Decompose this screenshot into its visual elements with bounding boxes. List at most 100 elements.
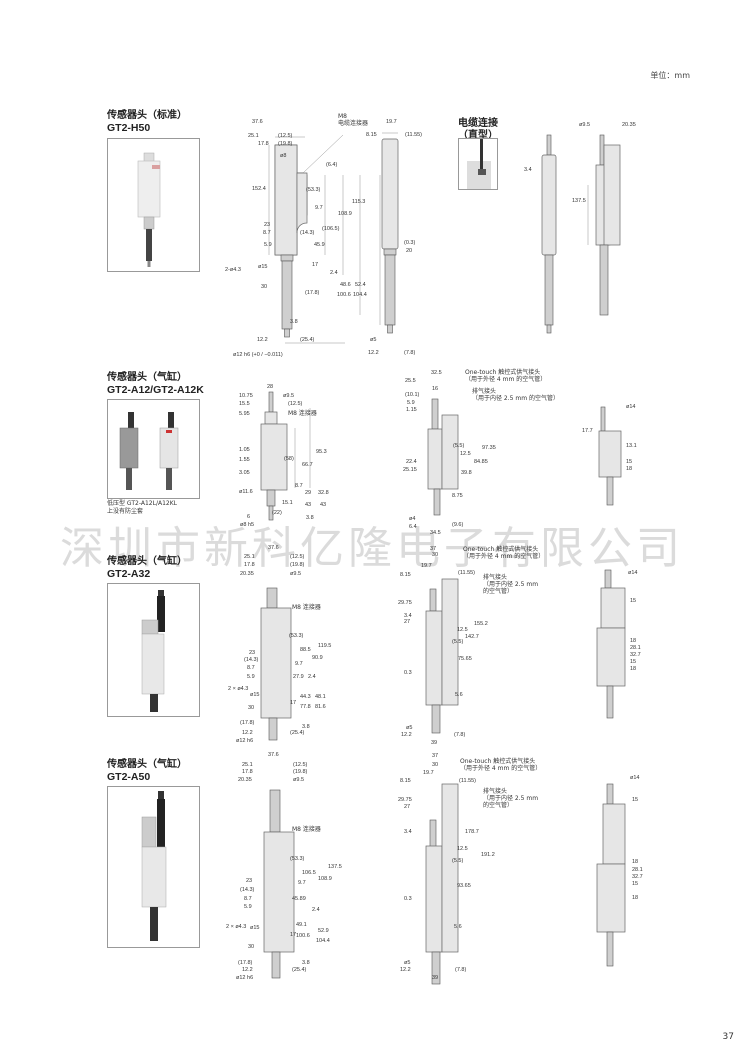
cable-variant-photo — [458, 138, 498, 190]
sensor-photo-icon — [137, 152, 161, 267]
dim-22: (22) — [272, 510, 282, 516]
dim-12-2: 12.2 — [401, 732, 412, 738]
section-title: 传感器头（标准） — [107, 110, 187, 121]
dim-15b: 15 — [632, 881, 639, 887]
dim-90-9: 90.9 — [312, 655, 323, 661]
dim-o14: ø14 — [630, 775, 640, 781]
dim-17-8b: (17.8) — [305, 290, 320, 296]
dim-5-9: 5.9 — [407, 400, 415, 406]
dim-17: 17 — [312, 262, 319, 268]
dim-15: 15 — [632, 797, 639, 803]
dim-30: 30 — [432, 552, 439, 558]
dim-20-35: 20.35 — [238, 777, 252, 783]
section-gt2-a12-header: 传感器头（气缸） GT2-A12/GT2-A12K — [107, 372, 204, 397]
dim-12-2: 12.2 — [257, 337, 268, 343]
dim-14-3: (14.3) — [240, 887, 255, 893]
dim-7-8: (7.8) — [404, 350, 416, 356]
dim-32-5: 32.5 — [431, 370, 442, 376]
drawing-gt2-h50-side — [381, 132, 399, 334]
dim-0-3: 0.3 — [404, 896, 412, 902]
dim-9-7: 9.7 — [298, 880, 306, 886]
dim-17-8b: (17.8) — [238, 960, 253, 966]
page-number: 37 — [722, 1032, 734, 1042]
dim-32-8: 32.8 — [318, 490, 329, 496]
dim-45-9: 45.9 — [314, 242, 325, 248]
dim-o9-5: ø9.5 — [293, 777, 305, 783]
dim-o12-h6: ø12 h6 (+0 / −0.011) — [233, 352, 283, 358]
dim-119-5: 119.5 — [318, 643, 332, 649]
dim-14-3: (14.3) — [244, 657, 259, 663]
dim-32-7: 32.7 — [630, 652, 641, 658]
dim-97-35: 97.35 — [482, 445, 496, 451]
dim-o9-5: ø9.5 — [579, 122, 591, 128]
dim-2-4: 2.4 — [330, 270, 338, 276]
section-model: GT2-A50 — [107, 771, 151, 783]
dim-39-8: 39.8 — [461, 470, 472, 476]
dim-2x-o4-3: 2 × ø4.3 — [226, 924, 247, 930]
dim-o14: ø14 — [628, 570, 638, 576]
dim-53-3: (53.3) — [289, 633, 304, 639]
dim-28: 28 — [267, 384, 274, 390]
dim-8-15: 8.15 — [400, 572, 411, 578]
dim-5-95: 5.95 — [239, 411, 250, 417]
dim-5-9: 5.9 — [247, 674, 255, 680]
dim-8-7: 8.7 — [247, 665, 255, 671]
dim-49-1: 49.1 — [296, 922, 307, 928]
dim-2-4: 2.4 — [312, 907, 320, 913]
dim-25-15: 25.15 — [403, 467, 417, 473]
dim-o4: ø4 — [409, 516, 416, 522]
dim-0-3: (0.3) — [404, 240, 416, 246]
drawing-cable-straight-side — [587, 134, 621, 316]
exhaust-label: 排气接头 （用于内径 2.5 mm 的空气管） — [472, 388, 559, 402]
dim-17-8: 17.8 — [242, 769, 253, 775]
dim-12-5: (12.5) — [290, 554, 305, 560]
watermark-text: 深圳市新科亿隆电子有限公司 — [60, 523, 684, 574]
dim-19-8: (19.8) — [278, 141, 293, 147]
dim-12-5: (12.5) — [288, 401, 303, 407]
dim-34-5: 34.5 — [430, 530, 441, 536]
dim-12-5: 12.5 — [457, 627, 468, 633]
air-inlet-label: One-touch 触控式供气接头 （用于外径 4 mm 的空气管） — [465, 369, 547, 383]
dim-19-7: 19.7 — [386, 119, 397, 125]
dim-25-1: 25.1 — [242, 762, 253, 768]
dim-11-55: (11.55) — [459, 778, 477, 784]
dim-39: 39 — [432, 975, 439, 981]
section-model: GT2-A12/GT2-A12K — [107, 384, 204, 396]
low-pressure-note: 低压型 GT2-A12L/A12KL 上没有防尘套 — [107, 500, 177, 515]
dim-75-65: 75.65 — [458, 656, 472, 662]
dim-81-6: 81.6 — [315, 704, 326, 710]
drawing-gt2-a50-back — [596, 783, 626, 967]
dim-10-1: (10.1) — [405, 392, 420, 398]
dim-27: 27 — [404, 804, 411, 810]
dim-53-3: (53.3) — [290, 856, 305, 862]
dim-3-4: 3.4 — [404, 829, 412, 835]
dim-155-2: 155.2 — [474, 621, 488, 627]
dim-23: 23 — [246, 878, 253, 884]
dim-17: 17 — [290, 700, 297, 706]
dim-o9-5: ø9.5 — [290, 571, 302, 577]
dim-o14: ø14 — [626, 404, 636, 410]
sensor-photo-icon — [119, 412, 179, 490]
dim-2x-o4-3: 2 × ø4.3 — [228, 686, 249, 692]
cable-variant-subtitle: （直型） — [458, 130, 498, 141]
dim-30: 30 — [248, 705, 255, 711]
dim-27: 27 — [404, 619, 411, 625]
dim-20-35: 20.35 — [622, 122, 636, 128]
dim-o8: ø8 — [280, 153, 287, 159]
dim-25-4: (25.4) — [292, 967, 307, 973]
dim-o15: ø15 — [250, 925, 260, 931]
dim-o12-h6: ø12 h6 — [236, 975, 254, 981]
dim-18: 18 — [626, 466, 633, 472]
dim-12-5: (12.5) — [278, 133, 293, 139]
connector-label: M8 连接器 — [288, 410, 317, 417]
dim-106-5: (106.5) — [322, 226, 340, 232]
sensor-photo-icon — [141, 590, 165, 712]
dim-9-7: 9.7 — [315, 205, 323, 211]
dim-29: 29 — [305, 490, 312, 496]
dim-137-5: 137.5 — [572, 198, 586, 204]
dim-17-8: 17.8 — [258, 141, 269, 147]
dim-12-2: 12.2 — [242, 730, 253, 736]
dim-108-9: 108.9 — [318, 876, 332, 882]
dim-66-7: 66.7 — [302, 462, 313, 468]
dim-3-8: 3.8 — [302, 724, 310, 730]
